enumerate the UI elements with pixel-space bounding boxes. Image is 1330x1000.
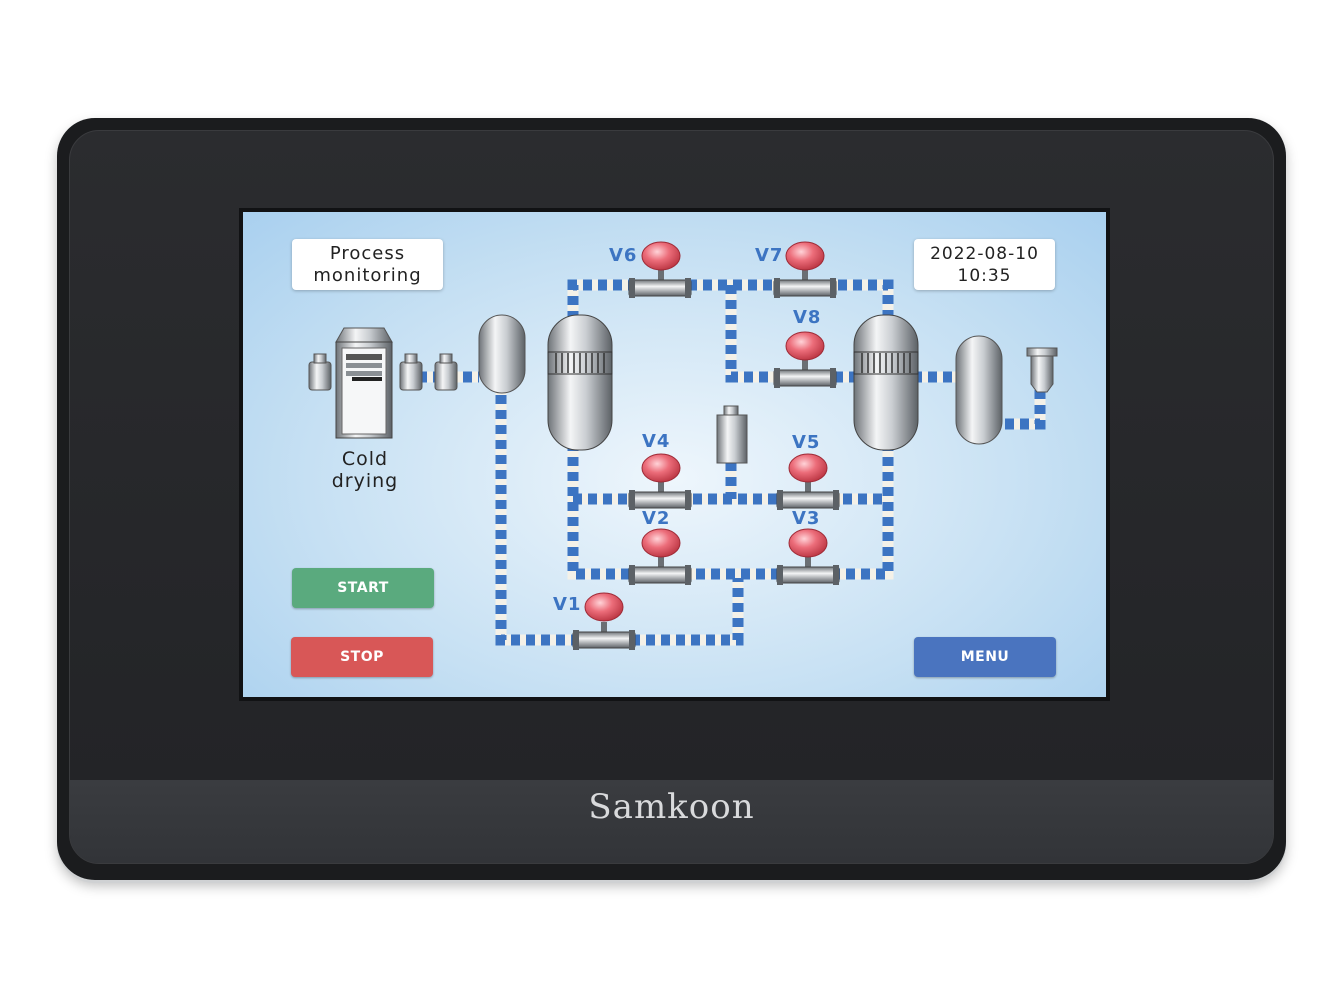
cold-drying-label: Cold drying: [305, 448, 425, 492]
process-diagram: [308, 241, 1058, 650]
hmi-screen: Process monitoring 2022-08-10 10:35 Cold…: [243, 212, 1106, 697]
valve-v2[interactable]: [628, 528, 692, 585]
stop-button[interactable]: STOP: [291, 637, 433, 677]
valve-v5-label: V5: [792, 432, 821, 453]
output-filter: [1026, 347, 1058, 393]
valve-v8[interactable]: [773, 331, 837, 388]
page-title: Process monitoring: [292, 239, 443, 290]
valve-v7-label: V7: [755, 245, 784, 266]
brand-logo: Samkoon: [588, 787, 755, 827]
page-title-line2: monitoring: [313, 264, 422, 286]
time-text: 10:35: [957, 265, 1012, 286]
menu-button[interactable]: MENU: [914, 637, 1056, 677]
valve-v3[interactable]: [776, 528, 840, 585]
reactor-left: [547, 314, 613, 451]
valve-v4[interactable]: [628, 453, 692, 510]
page-title-line1: Process: [329, 242, 406, 264]
reactor-right: [853, 314, 919, 451]
valve-v5[interactable]: [776, 453, 840, 510]
center-cylinder: [716, 405, 748, 464]
tank-small-left: [478, 314, 526, 394]
tank-right: [955, 335, 1003, 445]
date-text: 2022-08-10: [930, 243, 1039, 264]
valve-v1[interactable]: [572, 592, 636, 650]
start-button[interactable]: START: [292, 568, 434, 608]
valve-v7[interactable]: [773, 241, 837, 298]
cold-drying-label-line1: Cold: [341, 448, 389, 470]
valve-v3-label: V3: [792, 508, 821, 529]
valve-v6[interactable]: [628, 241, 692, 298]
valve-v8-label: V8: [793, 307, 822, 328]
bottom-strip: Samkoon: [70, 780, 1273, 863]
valve-v6-label: V6: [609, 245, 638, 266]
datetime-display: 2022-08-10 10:35: [914, 239, 1055, 290]
cold-drying-label-line2: drying: [331, 470, 399, 492]
valve-v2-label: V2: [642, 508, 671, 529]
valve-v1-label: V1: [553, 594, 582, 615]
valve-v4-label: V4: [642, 431, 671, 452]
cold-dryer-unit: [308, 327, 458, 439]
